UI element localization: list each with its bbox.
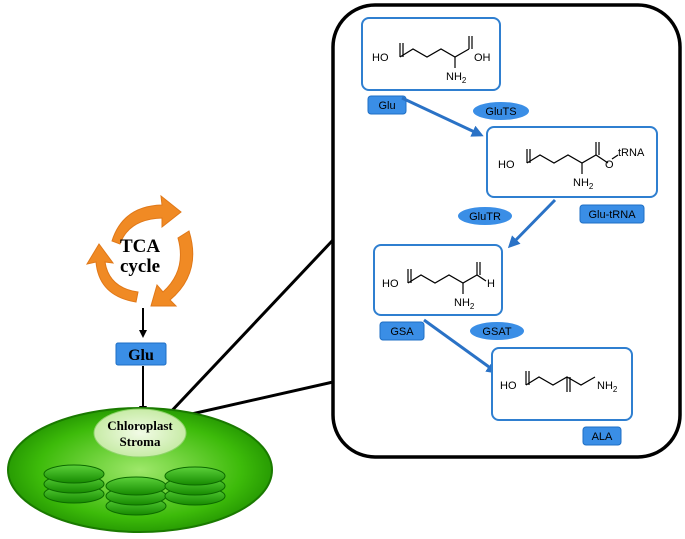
gluts-enzyme-label: GluTS (485, 106, 516, 118)
glu-structure (399, 36, 473, 68)
glu-label-badge (367, 95, 407, 115)
ala-structure-box (491, 347, 633, 421)
glu-oh: OH (474, 52, 491, 64)
glutrna-o: O (605, 159, 614, 171)
glutrna-trna: tRNA (618, 147, 645, 159)
glu-ho: HO (372, 52, 389, 64)
gsa-h: H (487, 278, 495, 290)
glutrna-label: Glu-tRNA (588, 209, 636, 221)
thylakoid-stack-left (43, 464, 105, 504)
glu-cytosol-badge (115, 342, 167, 366)
gsa-label-badge (379, 321, 425, 341)
tca-label-line1: TCA (120, 236, 160, 257)
tca-cycle-arrows (85, 194, 194, 307)
ala-ho: HO (500, 380, 517, 392)
stroma-region (93, 408, 187, 458)
glutr-enzyme-label: GluTR (469, 211, 501, 223)
tca-label-line2: cycle (120, 256, 160, 277)
zoom-line-top (163, 238, 335, 420)
arrow-gsa-to-ala (423, 318, 499, 374)
gsa-label: GSA (390, 326, 414, 338)
gsa-structure-box (373, 244, 503, 316)
gsat-enzyme-label: GSAT (482, 326, 511, 338)
detail-panel (331, 3, 682, 459)
ala-structure (525, 371, 596, 392)
glutrna-structure-box (486, 126, 658, 198)
stroma-label-line1: Chloroplast (107, 418, 173, 433)
ala-nh2: NH2 (597, 380, 618, 394)
glutrna-nh2: NH2 (573, 177, 594, 191)
thylakoid-stack-right (164, 466, 226, 506)
ala-label-badge (582, 426, 622, 446)
gsa-structure (407, 262, 487, 294)
glutr-enzyme-oval (458, 207, 512, 225)
glutrna-label-badge (579, 204, 645, 224)
glu-cytosol-label: Glu (128, 347, 154, 364)
glu-nh2: NH2 (446, 71, 467, 85)
ala-label: ALA (592, 431, 613, 443)
gsa-nh2: NH2 (454, 297, 475, 311)
stroma-label-line2: Stroma (120, 434, 161, 449)
glutrna-structure (526, 142, 619, 174)
glutrna-ho: HO (498, 159, 515, 171)
arrow-glutrna-to-gsa (507, 198, 557, 249)
gsa-ho: HO (382, 278, 399, 290)
thylakoid-stack-center (105, 476, 167, 516)
arrow-glu-to-glutrna (401, 96, 484, 137)
gsat-enzyme-oval (470, 322, 524, 340)
glu-label: Glu (378, 100, 395, 112)
gluts-enzyme-oval (473, 102, 529, 120)
glu-structure-box (361, 17, 501, 91)
